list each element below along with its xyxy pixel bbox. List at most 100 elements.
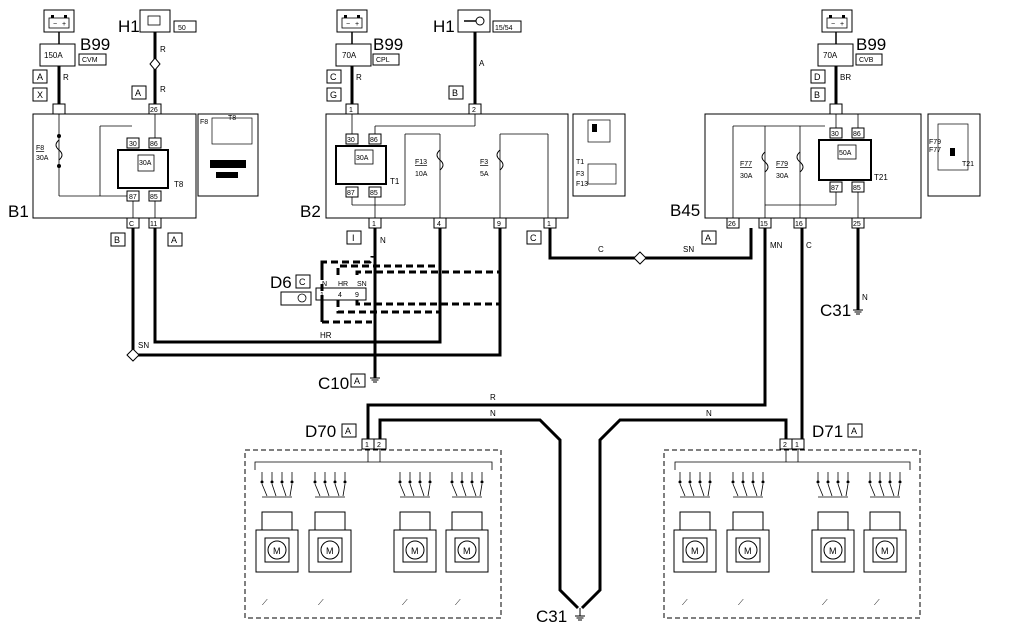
svg-text:G: G <box>330 90 337 100</box>
svg-text:F13: F13 <box>415 159 427 166</box>
svg-text:30A: 30A <box>36 155 49 162</box>
b2-location-inset: T1 F3 F13 <box>572 113 626 197</box>
svg-text:B: B <box>452 88 458 98</box>
svg-text:HR: HR <box>338 281 348 288</box>
b99-mid-battery-icon <box>336 9 368 33</box>
svg-text:N: N <box>862 293 868 302</box>
svg-text:B: B <box>814 90 820 100</box>
svg-text:30: 30 <box>347 137 355 144</box>
svg-text:SN: SN <box>357 281 367 288</box>
c31-bottom-ground-icon <box>574 615 586 621</box>
svg-text:A: A <box>479 59 485 68</box>
svg-text:F77: F77 <box>740 161 752 168</box>
svg-text:2: 2 <box>783 442 787 449</box>
d6-connector <box>315 287 367 301</box>
svg-text:1: 1 <box>372 221 376 228</box>
svg-text:5A: 5A <box>480 171 489 178</box>
svg-text:MN: MN <box>770 241 783 250</box>
svg-text:⟋: ⟋ <box>874 598 880 607</box>
svg-text:86: 86 <box>853 131 861 138</box>
svg-text:⟋: ⟋ <box>455 598 461 607</box>
c31-right-ground-icon <box>852 309 864 315</box>
svg-text:A: A <box>851 426 857 436</box>
svg-text:D: D <box>814 72 821 82</box>
svg-text:C: C <box>299 277 306 287</box>
svg-text:70A: 70A <box>342 51 357 60</box>
svg-text:T21: T21 <box>962 161 974 168</box>
svg-text:11: 11 <box>150 221 157 228</box>
d70-seat-icons: ⟋⟋⟋⟋ <box>262 598 461 607</box>
svg-text:T1: T1 <box>390 177 400 186</box>
svg-text:26: 26 <box>150 107 158 114</box>
svg-text:R: R <box>160 85 166 94</box>
svg-text:4: 4 <box>338 292 342 299</box>
d71-label: D71 <box>812 422 843 441</box>
c10-ground-icon <box>369 377 381 383</box>
svg-text:T8: T8 <box>174 180 184 189</box>
svg-text:70A: 70A <box>823 51 838 60</box>
d70-seat-module <box>244 449 502 619</box>
d70-label: D70 <box>305 422 336 441</box>
svg-text:87: 87 <box>129 194 137 201</box>
svg-text:A: A <box>37 72 43 82</box>
svg-text:2: 2 <box>472 107 476 114</box>
svg-text:SN: SN <box>138 341 149 350</box>
relay-t8 <box>117 149 169 189</box>
b45-location-inset: F79 F77 T21 <box>927 113 981 197</box>
svg-text:N: N <box>380 236 386 245</box>
svg-text:A: A <box>135 88 141 98</box>
svg-text:⟋: ⟋ <box>318 598 324 607</box>
svg-text:A: A <box>171 235 177 245</box>
svg-text:1: 1 <box>547 221 551 228</box>
d71-motors <box>673 511 907 573</box>
svg-text:15/54: 15/54 <box>495 25 513 32</box>
relay-t21 <box>818 139 872 181</box>
svg-text:T21: T21 <box>874 173 888 182</box>
svg-text:26: 26 <box>728 221 736 228</box>
svg-text:C: C <box>330 72 337 82</box>
svg-text:30A: 30A <box>740 173 753 180</box>
b99-left-fuse-rating: 150A <box>44 51 63 60</box>
svg-text:1: 1 <box>365 442 369 449</box>
svg-text:R: R <box>63 73 69 82</box>
svg-text:50A: 50A <box>839 150 852 157</box>
svg-text:F79: F79 <box>929 139 941 146</box>
svg-text:SN: SN <box>683 245 694 254</box>
svg-text:16: 16 <box>795 221 803 228</box>
svg-text:CPL: CPL <box>376 57 390 64</box>
c10-label: C10 <box>318 374 349 393</box>
svg-text:X: X <box>37 90 43 100</box>
d70-switches <box>260 471 484 498</box>
b99-left-tag: CVM <box>82 57 98 64</box>
d6-switch-icon <box>280 291 312 306</box>
svg-text:15: 15 <box>760 221 768 228</box>
svg-text:⟋: ⟋ <box>822 598 828 607</box>
c31-right-label: C31 <box>820 301 851 320</box>
svg-text:85: 85 <box>853 185 861 192</box>
b99-left-label: B99 <box>80 35 110 54</box>
svg-text:B: B <box>114 235 120 245</box>
svg-text:⟋: ⟋ <box>738 598 744 607</box>
d71-seat-module <box>663 449 921 619</box>
svg-text:I: I <box>352 233 355 243</box>
svg-text:1: 1 <box>349 107 353 114</box>
h1-left-label: H1 <box>118 17 140 36</box>
relay-t1 <box>335 145 387 185</box>
h1-mid-label: H1 <box>433 17 455 36</box>
svg-text:9: 9 <box>497 221 501 228</box>
svg-text:F3: F3 <box>576 171 584 178</box>
b45-module <box>704 113 922 219</box>
b45-label: B45 <box>670 201 700 220</box>
b99-left-battery-icon <box>43 9 75 33</box>
svg-text:30: 30 <box>831 131 839 138</box>
b99-right-label: B99 <box>856 35 886 54</box>
svg-text:R: R <box>356 73 362 82</box>
svg-text:87: 87 <box>831 185 839 192</box>
svg-text:N: N <box>322 281 327 288</box>
svg-text:F77: F77 <box>929 147 941 154</box>
svg-text:CVB: CVB <box>859 57 874 64</box>
svg-text:A: A <box>345 426 351 436</box>
svg-text:30A: 30A <box>356 155 369 162</box>
svg-text:⟋: ⟋ <box>682 598 688 607</box>
